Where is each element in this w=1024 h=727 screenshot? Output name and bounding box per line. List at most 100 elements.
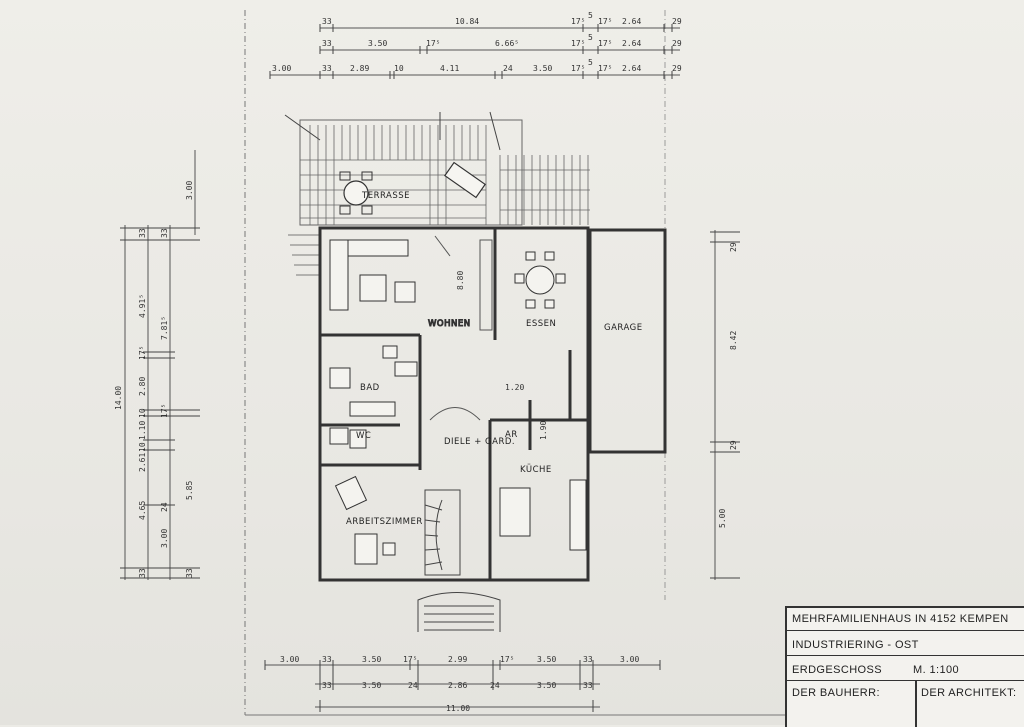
title-block: MEHRFAMILIENHAUS IN 4152 KEMPEN INDUSTRI… bbox=[785, 606, 1024, 727]
bottom-dim-2-1: 3.50 bbox=[362, 681, 381, 690]
left-dim-outer: 14.00 bbox=[114, 386, 123, 410]
bath-fixtures: BAD WC bbox=[329, 345, 418, 449]
project-title: MEHRFAMILIENHAUS IN 4152 KEMPEN bbox=[792, 613, 1009, 625]
top-dim-2-4: 17⁵ bbox=[571, 39, 585, 48]
bottom-dim-1-3: 17⁵ bbox=[403, 655, 417, 664]
left-dim-c2-2: 17⁵ bbox=[138, 346, 147, 360]
room-label-bath: BAD bbox=[360, 383, 380, 393]
title-block-divider bbox=[915, 681, 917, 727]
left-dim-c3-1: 7.81⁵ bbox=[160, 316, 169, 340]
title-block-signature-row: DER BAUHERR: DER ARCHITEKT: bbox=[787, 681, 1024, 727]
top-dimension-chains: 33 10.84 17⁵ 5 17⁵ 2.64 29 33 3.50 17⁵ 6… bbox=[269, 11, 682, 79]
terrace-hatching: TERRASSE bbox=[284, 111, 590, 276]
room-label-storage: AR bbox=[505, 430, 518, 440]
top-dim-1-2: 17⁵ bbox=[571, 17, 585, 26]
bottom-dim-2-3: 2.86 bbox=[448, 681, 467, 690]
room-label-kitchen: KÜCHE bbox=[520, 464, 552, 475]
bottom-dim-1-2: 3.50 bbox=[362, 655, 381, 664]
top-dim-3-7: 17⁵ bbox=[571, 64, 585, 73]
title-block-floor-row: ERDGESCHOSS M. 1:100 bbox=[787, 656, 1024, 681]
bottom-dim-2-6: 33 bbox=[583, 681, 593, 690]
owner-label: DER BAUHERR: bbox=[792, 687, 880, 699]
terrace-table bbox=[343, 180, 369, 206]
title-block-location-row: INDUSTRIERING - OST bbox=[787, 631, 1024, 656]
right-dim-0: 29 bbox=[729, 242, 738, 252]
bottom-dim-1-7: 33 bbox=[583, 655, 593, 664]
top-dim-2-8: 29 bbox=[672, 39, 682, 48]
right-dim-2: 29 bbox=[729, 440, 738, 450]
floor-name: ERDGESCHOSS bbox=[792, 664, 882, 676]
title-block-project-row: MEHRFAMILIENHAUS IN 4152 KEMPEN bbox=[787, 608, 1024, 631]
right-dim-1: 8.42 bbox=[729, 331, 738, 350]
room-label-living: WOHNEN bbox=[428, 319, 471, 329]
left-dim-c2-1: 4.91⁵ bbox=[138, 294, 147, 318]
top-dim-1-0: 33 bbox=[322, 17, 332, 26]
top-dim-3-1: 33 bbox=[322, 64, 332, 73]
top-dim-3-11: 29 bbox=[672, 64, 682, 73]
bottom-dim-2-4: 24 bbox=[490, 681, 500, 690]
bottom-dim-2-5: 3.50 bbox=[537, 681, 556, 690]
top-dim-1-4: 17⁵ bbox=[598, 17, 612, 26]
interior-dim-storage: 1.90 bbox=[539, 421, 548, 440]
interior-dim-width: 1.20 bbox=[505, 383, 524, 392]
top-dim-3-0: 3.00 bbox=[272, 64, 291, 73]
top-dim-1-5: 2.64 bbox=[622, 17, 641, 26]
bottom-dim-1-1: 33 bbox=[322, 655, 332, 664]
left-dim-c2-8: 4.65 bbox=[138, 501, 147, 520]
right-dimension-chain: 29 8.42 29 5.00 bbox=[710, 230, 740, 580]
left-dim-c3-2: 17⁵ bbox=[160, 404, 169, 418]
left-dim-c2-7: 2.61 bbox=[138, 453, 147, 472]
top-dim-2-6: 17⁵ bbox=[598, 39, 612, 48]
left-dimension-chains: 14.00 33 4.91⁵ 17⁵ 2.80 10 1.10 10 2.61 … bbox=[114, 150, 200, 580]
drawing-scale: M. 1:100 bbox=[913, 664, 960, 676]
room-label-terrace: TERRASSE bbox=[361, 191, 410, 201]
top-dim-2-5: 5 bbox=[588, 33, 593, 42]
top-dim-3-8: 5 bbox=[588, 58, 593, 67]
left-dim-c2-0: 33 bbox=[138, 228, 147, 238]
left-dim-c2-4: 10 bbox=[138, 408, 147, 418]
top-dim-2-2: 17⁵ bbox=[426, 39, 440, 48]
hall-door-arc bbox=[429, 407, 481, 421]
left-dim-c2-5: 1.10 bbox=[138, 421, 147, 440]
terrace-lounger bbox=[444, 161, 486, 199]
left-dim-c2-10: 33 bbox=[138, 568, 147, 578]
dining-furniture: ESSEN bbox=[514, 251, 566, 329]
kitchen-fixtures: KÜCHE bbox=[499, 464, 587, 551]
bottom-dim-1-4: 2.99 bbox=[448, 655, 467, 664]
bottom-dim-2-0: 33 bbox=[322, 681, 332, 690]
top-dim-1-3: 5 bbox=[588, 11, 593, 20]
bottom-dim-1-8: 3.00 bbox=[620, 655, 639, 664]
top-dim-1-1: 10.84 bbox=[455, 17, 479, 26]
spiral-stair bbox=[424, 489, 461, 576]
left-dim-c4-0: 3.00 bbox=[185, 181, 194, 200]
living-furniture: WOHNEN bbox=[329, 235, 493, 331]
bottom-dim-3-0: 11.00 bbox=[446, 704, 470, 713]
architect-label: DER ARCHITEKT: bbox=[921, 687, 1017, 699]
left-dim-c2-6: 10 bbox=[138, 442, 147, 452]
room-label-wc: WC bbox=[356, 431, 371, 441]
top-dim-2-1: 3.50 bbox=[368, 39, 387, 48]
left-dim-c3-4: 5.85 bbox=[185, 481, 194, 500]
left-dim-c3-3: 24 bbox=[160, 502, 169, 512]
room-label-garage: GARAGE bbox=[604, 323, 643, 333]
bottom-dimension-chains: 3.00 33 3.50 17⁵ 2.99 17⁵ 3.50 33 3.00 3… bbox=[264, 655, 661, 713]
bottom-dim-1-5: 17⁵ bbox=[500, 655, 514, 664]
top-dim-2-3: 6.66⁵ bbox=[495, 39, 519, 48]
top-dim-3-4: 4.11 bbox=[440, 64, 459, 73]
left-dim-c3-0: 33 bbox=[160, 228, 169, 238]
bottom-dim-2-2: 24 bbox=[408, 681, 418, 690]
top-dim-3-6: 3.50 bbox=[533, 64, 552, 73]
bottom-dim-1-0: 3.00 bbox=[280, 655, 299, 664]
top-dim-3-3: 10 bbox=[394, 64, 404, 73]
left-dim-c2-9: 3.00 bbox=[160, 529, 169, 548]
study-furniture: ARBEITSZIMMER bbox=[334, 475, 422, 565]
top-dim-3-10: 2.64 bbox=[622, 64, 641, 73]
left-dim-c2-3: 2.80 bbox=[138, 377, 147, 396]
walls bbox=[318, 226, 667, 582]
entrance-steps bbox=[417, 592, 501, 632]
top-dim-1-6: 29 bbox=[672, 17, 682, 26]
top-dim-3-2: 2.89 bbox=[350, 64, 369, 73]
bottom-dim-1-6: 3.50 bbox=[537, 655, 556, 664]
